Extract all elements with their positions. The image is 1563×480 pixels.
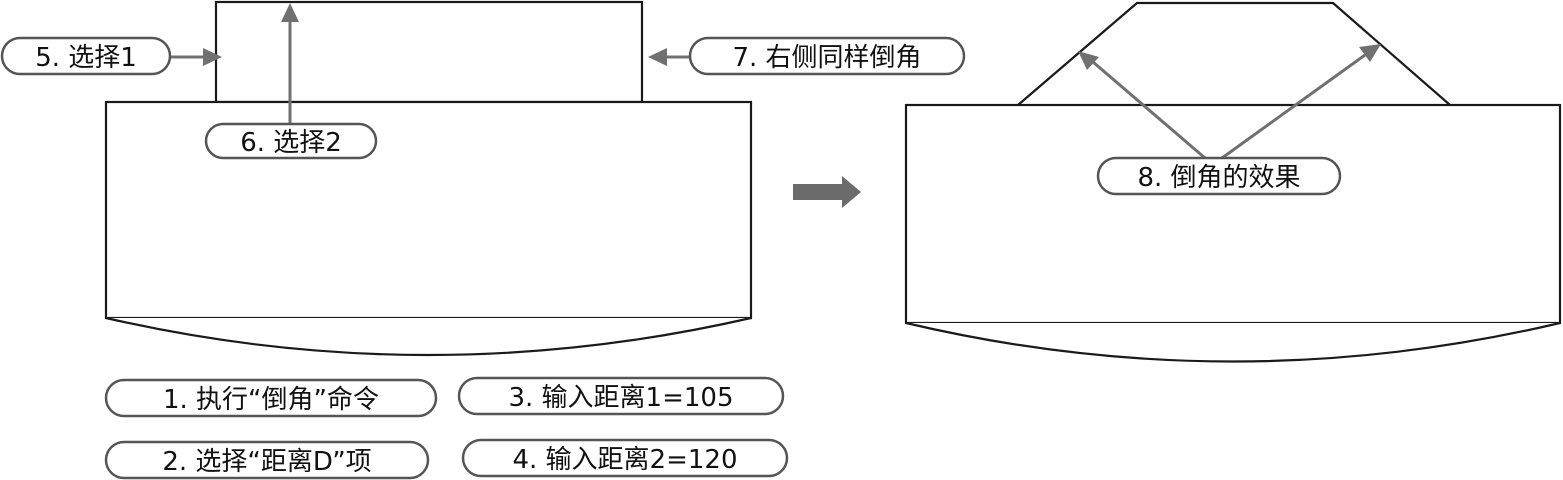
label-step6-text: 6. 选择2 xyxy=(240,128,342,158)
label-step3: 3. 输入距离1=105 xyxy=(457,376,785,416)
label-step8-text: 8. 倒角的效果 xyxy=(1137,163,1300,193)
label-step1: 1. 执行“倒角”命令 xyxy=(104,378,438,418)
chamfered-top-shape xyxy=(1017,1,1451,106)
arrow-right-chamfer-result xyxy=(1221,53,1366,160)
arrow-left-chamfer-result xyxy=(1092,60,1206,160)
label-step4-text: 4. 输入距离2=120 xyxy=(512,445,737,475)
bottom-arc-left xyxy=(105,316,752,357)
main-rectangle-right xyxy=(904,103,1562,325)
label-step5-text: 5. 选择1 xyxy=(35,43,137,73)
after-drawing xyxy=(904,1,1562,363)
bottom-arc-right xyxy=(905,321,1561,363)
pointer-arrows-left xyxy=(170,3,690,124)
label-step5: 5. 选择1 xyxy=(0,36,172,76)
top-small-rectangle xyxy=(214,0,644,104)
main-rectangle-left xyxy=(104,100,753,320)
pointer-arrows-right xyxy=(1078,44,1381,160)
transition-arrow xyxy=(793,176,861,208)
label-step1-text: 1. 执行“倒角”命令 xyxy=(163,385,379,415)
label-step7-text: 7. 右侧同样倒角 xyxy=(732,43,921,73)
label-step4: 4. 输入距离2=120 xyxy=(461,438,789,478)
label-step3-text: 3. 输入距离1=105 xyxy=(508,383,733,413)
label-step7: 7. 右侧同样倒角 xyxy=(688,36,966,76)
label-step2: 2. 选择“距离D”项 xyxy=(104,440,430,480)
label-step8: 8. 倒角的效果 xyxy=(1096,156,1342,196)
label-step6: 6. 选择2 xyxy=(204,122,378,160)
label-step2-text: 2. 选择“距离D”项 xyxy=(162,447,371,477)
